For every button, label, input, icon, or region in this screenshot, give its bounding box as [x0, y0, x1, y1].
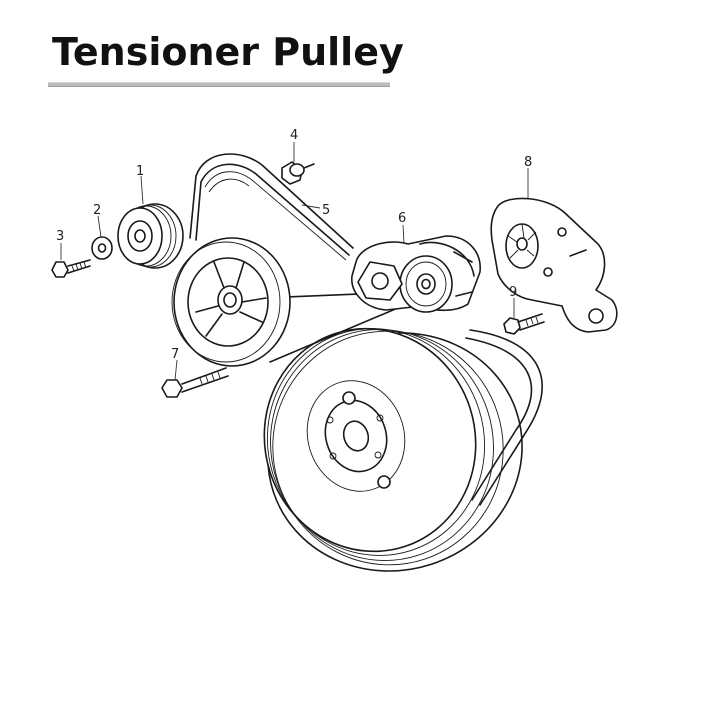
- pulley-part-1: [117, 203, 184, 269]
- bracket-part-8: [490, 197, 618, 333]
- bolt-part-9: [503, 313, 545, 335]
- sleeve-part-4: [281, 161, 315, 185]
- tensioner-assembly-part-6: [351, 235, 481, 313]
- crankshaft-pulley: [263, 327, 523, 572]
- callout-3: 3: [56, 229, 64, 244]
- callout-9: 9: [509, 285, 517, 300]
- callout-5: 5: [322, 203, 330, 218]
- callout-1: 1: [136, 164, 144, 179]
- callout-7: 7: [171, 347, 179, 362]
- callout-6: 6: [398, 211, 406, 226]
- callout-4: 4: [290, 128, 298, 143]
- bolt-part-7: [161, 367, 229, 398]
- callout-2: 2: [93, 203, 101, 218]
- washer-part-2: [91, 236, 113, 260]
- title-underline: [48, 82, 390, 87]
- bolt-part-3: [51, 259, 91, 278]
- leader-lines: [60, 142, 529, 381]
- idler-pulley-large: [171, 237, 291, 367]
- callout-8: 8: [524, 155, 532, 170]
- page-title: Tensioner Pulley: [52, 30, 404, 74]
